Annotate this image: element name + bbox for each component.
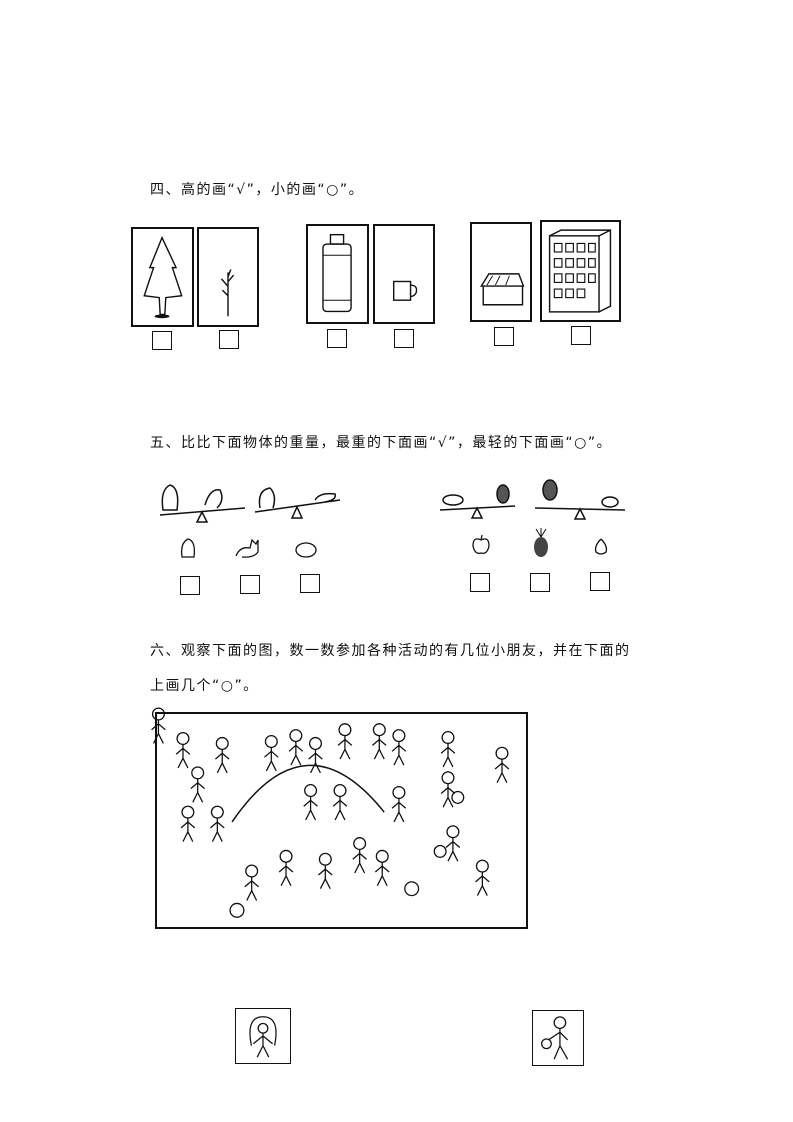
children-playing-illustration bbox=[151, 707, 510, 918]
answer-box-thermos[interactable] bbox=[327, 329, 347, 348]
small-sapling-picture bbox=[197, 227, 259, 327]
tall-tree-picture bbox=[131, 227, 194, 327]
question-4-title: 四、高的画“√”，小的画“○”。 bbox=[150, 182, 365, 198]
pear-icon bbox=[594, 538, 608, 555]
ball-player-icon-box bbox=[532, 1010, 584, 1066]
answer-box-pineapple[interactable] bbox=[530, 573, 550, 592]
animal-scales-illustration bbox=[159, 484, 341, 523]
answer-box-sapling[interactable] bbox=[219, 330, 239, 349]
answer-box-building[interactable] bbox=[571, 326, 591, 345]
pineapple-icon bbox=[534, 528, 548, 557]
thermos-picture bbox=[306, 224, 369, 324]
jump-rope-child-icon bbox=[249, 1016, 277, 1058]
cup-icon bbox=[393, 280, 418, 301]
question-5-title: 五、比比下面物体的重量，最重的下面画“√”，最轻的下面画“○”。 bbox=[150, 435, 613, 451]
house-picture bbox=[470, 222, 532, 322]
answer-box-apple[interactable] bbox=[470, 573, 490, 592]
apple-icon bbox=[472, 534, 490, 554]
jump-rope-icon-box bbox=[235, 1008, 291, 1064]
answer-box-tree[interactable] bbox=[152, 331, 172, 350]
house-icon bbox=[480, 273, 525, 306]
question-6-title-line2: 上画几个“○”。 bbox=[150, 678, 259, 694]
thermos-icon bbox=[322, 233, 352, 313]
building-picture bbox=[540, 220, 621, 322]
answer-box-chick[interactable] bbox=[300, 574, 320, 593]
cup-picture bbox=[373, 224, 435, 324]
answer-box-house[interactable] bbox=[494, 327, 514, 346]
answer-box-cup[interactable] bbox=[394, 329, 414, 348]
answer-box-cat[interactable] bbox=[240, 575, 260, 594]
fruit-scales-illustration bbox=[439, 479, 626, 520]
building-icon bbox=[548, 228, 612, 313]
dog-icon bbox=[180, 538, 196, 558]
answer-box-pear[interactable] bbox=[590, 572, 610, 591]
cat-icon bbox=[235, 538, 259, 558]
answer-box-dog[interactable] bbox=[180, 576, 200, 595]
playground-picture bbox=[151, 707, 528, 929]
question-6-title-line1: 六、观察下面的图，数一数参加各种活动的有几位小朋友，并在下面的 bbox=[150, 643, 631, 659]
chick-icon bbox=[295, 542, 317, 558]
ball-child-icon bbox=[541, 1016, 569, 1060]
sapling-icon bbox=[220, 269, 235, 317]
tree-icon bbox=[143, 235, 183, 319]
